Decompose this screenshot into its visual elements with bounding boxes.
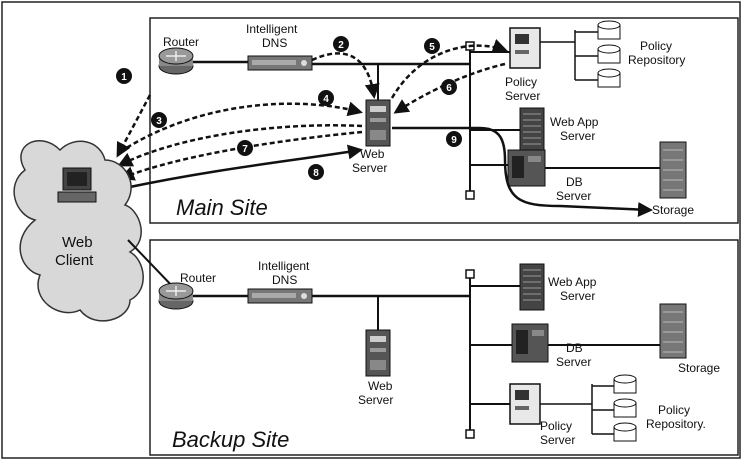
flow-arrow-9	[392, 126, 653, 217]
step-badge-4: 4	[318, 90, 334, 106]
backup-policy-repo-label-1: Policy	[658, 403, 690, 417]
svg-text:9: 9	[451, 135, 457, 146]
flow-arrow-7	[119, 130, 363, 181]
database-icon	[613, 374, 637, 394]
main-dns-label-1: Intelligent	[246, 22, 298, 36]
backup-site-box	[149, 239, 739, 456]
backup-repository-icon	[613, 374, 637, 442]
backup-web-server-label-1: Web	[368, 379, 393, 393]
main-policy-server-label-1: Policy	[505, 75, 537, 89]
backup-policy-server-icon	[509, 383, 541, 425]
backup-site-title: Backup Site	[172, 427, 289, 452]
backup-dns-label-2: DNS	[272, 273, 297, 287]
backup-storage-label: Storage	[678, 361, 720, 375]
flow-arrow-4	[119, 101, 363, 154]
backup-storage-icon	[659, 303, 687, 359]
main-router-icon	[158, 47, 194, 75]
backup-router-icon	[158, 282, 194, 310]
web-client-cloud	[13, 140, 144, 322]
backup-web-app-server-icon	[519, 263, 545, 311]
step-badge-9: 9	[446, 131, 462, 147]
backup-db-server-icon	[511, 323, 549, 363]
client-backup-link	[127, 239, 177, 291]
main-web-server-icon	[365, 99, 391, 147]
step-badge-6: 6	[441, 79, 457, 95]
terminator	[465, 190, 475, 200]
main-policy-repo-label-2: Repository	[628, 53, 685, 67]
backup-dns-appliance-icon	[247, 288, 313, 304]
backup-web-app-label-1: Web App	[548, 275, 597, 289]
step-badge-3: 3	[151, 112, 167, 128]
main-web-app-label-1: Web App	[550, 115, 599, 129]
backup-policy-repo-label-2: Repository.	[646, 417, 706, 431]
main-db-label-2: Server	[556, 189, 591, 203]
database-icon	[597, 20, 621, 40]
backup-router-label: Router	[180, 271, 216, 285]
web-client-label-2: Client	[55, 252, 94, 269]
main-storage-label: Storage	[652, 203, 694, 217]
main-repository-icon	[597, 20, 621, 88]
flow-arrow-8	[124, 144, 363, 190]
database-icon	[613, 422, 637, 442]
main-web-server-label-1: Web	[360, 147, 385, 161]
main-storage-icon	[659, 141, 687, 199]
svg-text:8: 8	[313, 168, 319, 179]
main-db-server-icon	[507, 149, 546, 187]
main-policy-server-icon	[509, 27, 541, 69]
main-web-app-label-2: Server	[560, 129, 595, 143]
terminator	[465, 269, 475, 279]
main-dns-appliance-icon	[247, 55, 313, 71]
main-router-label: Router	[163, 35, 199, 49]
web-client-label-1: Web	[62, 234, 93, 251]
flow-arrow-5	[390, 39, 508, 99]
step-badge-1: 1	[116, 68, 132, 84]
main-dns-label-2: DNS	[262, 36, 287, 50]
step-badge-8: 8	[308, 164, 324, 180]
step-badge-2: 2	[333, 36, 349, 52]
backup-db-label-2: Server	[556, 355, 591, 369]
database-icon	[597, 68, 621, 88]
database-icon	[597, 44, 621, 64]
main-policy-repo-label-1: Policy	[640, 39, 672, 53]
step-badge-7: 7	[237, 140, 253, 156]
main-db-label-1: DB	[566, 175, 583, 189]
backup-dns-label-1: Intelligent	[258, 259, 310, 273]
svg-text:1: 1	[121, 72, 127, 83]
main-site-title: Main Site	[176, 195, 268, 220]
flow-arrow-2	[311, 52, 380, 99]
backup-policy-server-label-1: Policy	[540, 419, 572, 433]
flow-arrow-1	[116, 94, 152, 158]
main-policy-server-label-2: Server	[505, 89, 540, 103]
flow-arrow-3	[117, 124, 363, 167]
main-web-app-server-icon	[519, 107, 545, 153]
terminator	[465, 429, 475, 439]
svg-text:6: 6	[446, 83, 452, 94]
backup-web-app-label-2: Server	[560, 289, 595, 303]
svg-text:3: 3	[156, 116, 162, 127]
backup-policy-server-label-2: Server	[540, 433, 575, 447]
database-icon	[613, 398, 637, 418]
step-badge-5: 5	[424, 38, 440, 54]
backup-db-label-1: DB	[566, 341, 583, 355]
svg-text:2: 2	[338, 40, 344, 51]
svg-text:4: 4	[323, 94, 329, 105]
main-site-box	[149, 17, 739, 224]
svg-text:5: 5	[429, 42, 435, 53]
web-client-pc-icon	[57, 167, 97, 203]
backup-web-server-label-2: Server	[358, 393, 393, 407]
svg-text:7: 7	[242, 144, 248, 155]
backup-web-server-icon	[365, 329, 391, 377]
main-web-server-label-2: Server	[352, 161, 387, 175]
